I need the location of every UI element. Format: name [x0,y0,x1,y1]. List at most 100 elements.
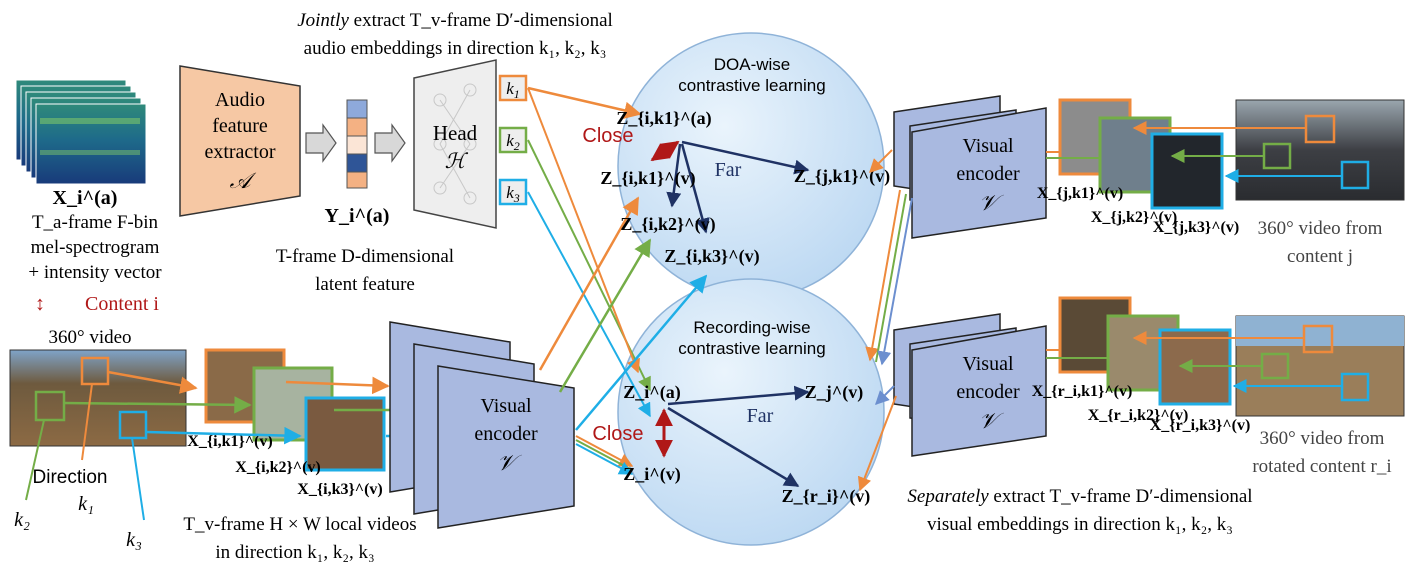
k1-to-doa [527,86,642,119]
latent-vector [346,99,368,189]
crop-rt-label-k2: X_{j,k2}^(v) [1091,209,1177,226]
crop-rt-k3 [1150,132,1224,210]
rec-title-2: contrastive learning [678,339,825,358]
direction-k2: k₂ [14,509,30,531]
content-link-label: Content i [85,293,159,315]
audio-input-label: X_i^(a) [53,187,118,209]
visual-encoder-rt-line1: Visual [962,135,1013,157]
doa-node-za-ik1: Z_{i,k1}^(a) [616,108,711,129]
rec-title-1: Recording-wise [693,318,810,337]
rec-close-label: Close [592,423,643,445]
crop-rt-label-k1: X_{j,k1}^(v) [1037,185,1123,202]
direction-k1-line [81,383,93,461]
rb-to-rec-ri [857,395,897,492]
spectrogram-stack [15,79,147,185]
visual-encoder-right-top [893,95,1047,239]
video-left-box-k2 [34,390,66,422]
rb-to-rec-j [875,385,895,405]
rec-node-za-i: Z_i^(a) [623,382,680,403]
bottom-caption-line1: Separately extract T_v-frame D′-dimensio… [907,486,1252,507]
enc-to-rec-blue [575,443,634,475]
visual-encoder-left-line2: encoder [474,423,538,445]
crop-k1-to-encoder [285,376,390,395]
direction-k2-line [25,419,45,501]
visual-encoder-rt-line2: encoder [956,163,1020,185]
enc-k1-to-doa [538,196,640,371]
audio-extractor-line3: extractor [204,141,275,163]
latent-desc-2: latent feature [315,274,415,295]
crop-rb-label-k3: X_{r_i,k3}^(v) [1150,417,1251,434]
video-left-panorama [9,349,187,447]
enc-k3-to-doa [575,274,708,431]
top-caption-line2: audio embeddings in direction k₁, k₂, k₃ [304,38,607,59]
crop-left-label-k1: X_{i,k1}^(v) [187,433,272,450]
audio-extractor-line1: Audio [215,89,265,111]
head-symbol: ℋ [445,149,469,173]
visual-encoder-right-bottom [893,313,1047,457]
video-left-box-k1 [80,356,110,386]
crop-left-label-k3: X_{i,k3}^(v) [297,481,382,498]
top-caption-line1: Jointly extract T_v-frame D′-dimensional [297,10,613,31]
head-network-decoration [433,83,477,205]
direction-k3-line [131,437,145,521]
doa-internal-arrows [650,140,810,234]
k3-to-rec [527,191,651,418]
doa-node-zv-ik1: Z_{i,k1}^(v) [600,168,695,189]
k1-to-rec [527,87,640,374]
doa-node-zv-ik3: Z_{i,k3}^(v) [664,246,759,267]
enc-k2-to-doa [558,238,652,393]
direction-k1: k₁ [78,493,94,515]
video-left-desc-2: in direction k₁, k₂, k₃ [215,542,374,563]
latent-label: Y_i^(a) [325,205,390,227]
doa-far-label: Far [715,159,742,181]
tag-k1 [498,74,528,102]
audio-extractor-block [179,65,301,217]
rec-node-zv-i: Z_i^(v) [623,464,680,485]
video-left-title: 360° video [48,327,131,348]
visual-encoder-rb-line2: encoder [956,381,1020,403]
visual-encoder-left [389,321,575,529]
block-arrow-2 [374,123,406,163]
direction-k3: k₃ [126,529,142,551]
block-arrow-1 [305,123,337,163]
right-bottom-caption-2: rotated content r_i [1252,456,1391,477]
tag-k3 [498,178,528,206]
rec-far-label: Far [747,405,774,427]
audio-extractor-line2: feature [212,115,268,137]
right-top-caption-2: content j [1287,246,1353,267]
rt-to-rec-green [875,193,907,363]
rec-node-zv-ri: Z_{r_i}^(v) [782,486,871,507]
panorama-rb-sky [1236,316,1404,346]
rt-to-rec-blue [877,197,913,366]
visual-encoder-left-line1: Visual [480,395,531,417]
video-left-desc-1: T_v-frame H × W local videos [183,514,416,535]
pano-to-crop-k3 [145,426,302,445]
pano-to-crop-k2 [63,396,252,414]
content-link-arrow: ↕ [35,293,45,315]
crop-rb-label-k1: X_{r_i,k1}^(v) [1032,383,1133,400]
rec-internal-arrows [655,385,810,488]
doa-title-1: DOA-wise [714,55,791,74]
direction-label: Direction [33,467,108,488]
audio-input-desc-1: T_a-frame F-bin [32,212,159,233]
doa-title-2: contrastive learning [678,76,825,95]
right-bottom-caption-1: 360° video from [1260,428,1385,449]
right-top-caption-1: 360° video from [1258,218,1383,239]
rt-to-doa [869,149,893,173]
latent-desc-1: T-frame D-dimensional [276,246,454,267]
doa-node-zv-ik2: Z_{i,k2}^(v) [620,214,715,235]
recording-sphere [617,278,885,546]
bottom-caption-line2: visual embeddings in direction k₁, k₂, k… [927,514,1233,535]
tag-k2 [498,126,528,154]
crop-rt-label-k3: X_{j,k3}^(v) [1153,219,1239,236]
doa-node-zv-jk1: Z_{j,k1}^(v) [794,166,890,187]
doa-close-label: Close [582,125,633,147]
crop-left-label-k2: X_{i,k2}^(v) [235,459,320,476]
crop-rb-label-k2: X_{r_i,k2}^(v) [1088,407,1189,424]
audio-input-desc-3: + intensity vector [28,262,162,283]
pano-to-crop-k1 [107,370,198,394]
visual-encoder-rb-line1: Visual [962,353,1013,375]
rt-to-rec-orange [865,189,901,362]
